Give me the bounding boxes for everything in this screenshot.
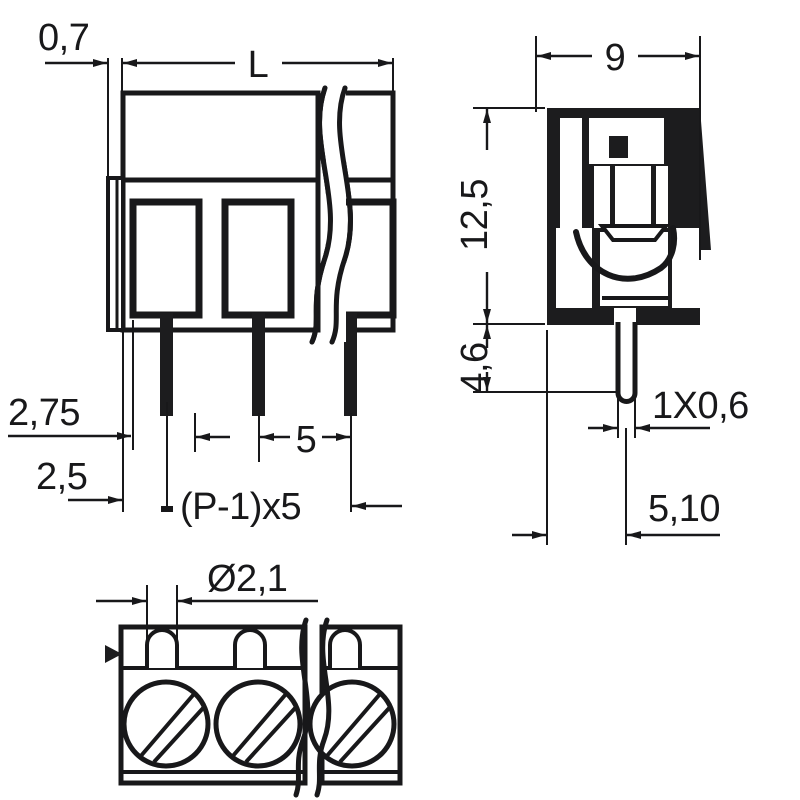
dim-label-p-1-x5: (P-1)x5 [180,486,301,528]
cavity-screw-shaft-right [656,166,668,228]
dim-12-5: 12,5 [454,107,545,325]
dim-2-75: 2,75 [8,320,134,450]
cavity-screw-slot-left [589,136,609,158]
front-view: Ø2,1 [96,558,403,798]
side-section-view: 9 12,5 4,6 1X0,6 [454,36,749,545]
dim-label-5: 5 [296,419,317,461]
dim-p-1-x5: (P-1)x5 [161,402,402,528]
dim-label-1x0-6: 1X0,6 [652,385,749,427]
dim-label-2-75: 2,75 [8,392,80,434]
pin-1 [160,313,173,416]
dim-1x0-6: 1X0,6 [588,385,749,438]
cavity-lower-left [556,228,592,308]
cavity-screw-shaft-left [594,166,610,228]
housing-upper-left [120,90,321,183]
wire-entry-1 [145,628,179,668]
break-line-left-redraw [309,85,333,345]
dim-5-10: 5,10 [512,330,720,545]
screw-slot-2a [230,692,288,759]
front-view-break-lines [293,617,332,798]
dim-label-12-5: 12,5 [454,179,496,251]
top-view-pins [160,313,357,416]
dim-9: 9 [535,36,701,260]
cavity-screw-shaft-body [615,166,651,224]
cavity-screw-top [589,118,664,136]
top-view-break-lines-redraw [309,85,353,345]
side-solder-pin [615,322,638,404]
screw-slot-3a [324,692,382,759]
terminal-pocket-1 [129,198,203,319]
dim-label-4-6: 4,6 [454,342,496,393]
dim-label-9: 9 [605,37,626,79]
screw-slot-1b [152,704,207,764]
pin-3 [344,313,357,416]
dim-label-2-5: 2,5 [36,456,87,498]
front-wire-entries [145,628,362,668]
top-view-terminal-pockets [129,198,397,319]
front-screw-heads [121,679,397,769]
dim-label-0-7: 0,7 [38,17,89,59]
clamp-plate [597,224,671,242]
cavity-screw-underside [589,158,664,164]
wire-entry-2 [233,628,267,668]
wire-entry-3 [328,628,362,668]
front-break-line-left [293,617,311,798]
top-view: 0,7 L 2,75 2,5 [8,17,402,528]
front-break-line-right [314,617,332,798]
dim-label-L: L [248,44,269,86]
terminal-pocket-2 [221,198,295,319]
pin-1-marker-triangle [105,645,122,663]
top-view-left-flange [106,176,125,332]
dim-tick-p1x5-left [161,506,173,512]
side-clamp-detail [573,224,678,300]
cavity-screw-slot-right [628,136,664,158]
screw-slot-2b [244,704,299,764]
conductor-curve [573,225,678,282]
dim-0-7: 0,7 [38,17,123,180]
dim-L: L [121,44,394,95]
dim-label-d2-1: Ø2,1 [207,558,287,600]
pin-2 [252,313,265,416]
screw-slot-1a [138,692,196,759]
screw-slot-3b [338,704,393,764]
dim-d2-1: Ø2,1 [96,558,318,648]
dim-label-5-10: 5,10 [648,488,720,530]
dim-2-5: 2,5 [36,436,124,512]
break-line-right-redraw [329,85,353,345]
